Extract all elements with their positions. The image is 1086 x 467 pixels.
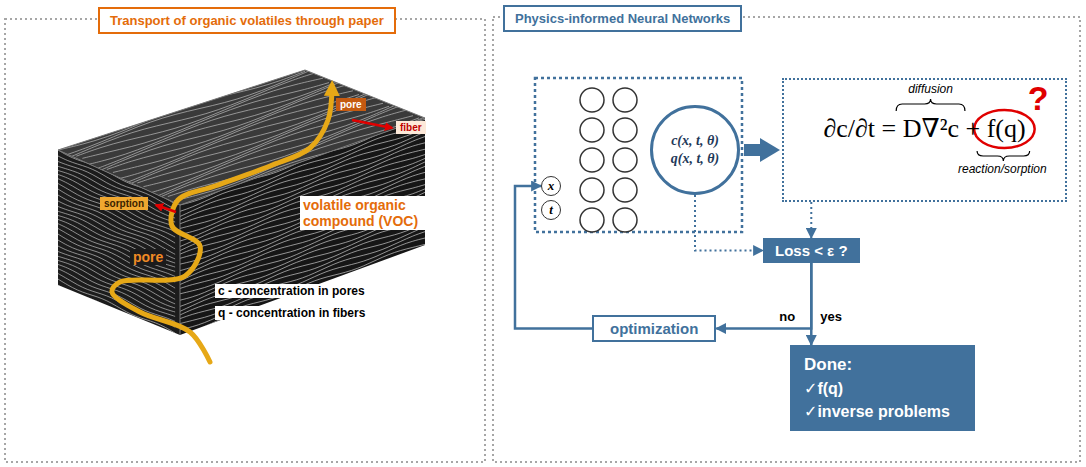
overbrace <box>896 99 965 111</box>
node-text: x <box>548 178 555 194</box>
fiber-line <box>58 224 175 277</box>
equation-text: ∂c/∂t = D∇²c + f(q) <box>823 114 1025 144</box>
term-note: diffusion <box>908 82 953 96</box>
process-label: sorption <box>100 197 148 210</box>
hidden-neuron <box>580 178 604 202</box>
paper-top-face <box>58 70 425 205</box>
node-text: Loss < ε ? <box>775 242 848 259</box>
hidden-neuron <box>580 118 604 142</box>
fiber-line <box>58 171 175 223</box>
input-neuron: t <box>541 200 561 220</box>
network-frame <box>535 78 742 232</box>
result-heading: Done: <box>804 353 961 377</box>
region-label: pore <box>130 249 166 265</box>
fiber-line <box>180 249 425 336</box>
fiber-line <box>58 189 175 243</box>
fiber-line <box>58 215 175 267</box>
equation-box: ∂c/∂t = D∇²c + f(q) diffusion reaction/sor… <box>782 78 1067 202</box>
output-variable: q(x, t, θ) <box>671 150 719 168</box>
fiber-line <box>150 105 396 193</box>
hidden-neuron <box>580 148 604 172</box>
node-text: Transport of organic volatiles through p… <box>110 13 384 28</box>
hidden-layer <box>580 88 637 232</box>
fiber-line <box>76 78 323 156</box>
fiber-line <box>180 223 425 312</box>
fiber-line <box>180 219 425 306</box>
fiber-line <box>64 70 311 156</box>
result-item: ✓inverse problems <box>804 400 961 423</box>
region-label: pore <box>336 98 366 111</box>
block-arrow <box>744 144 760 156</box>
node-text: optimization <box>610 320 698 337</box>
symbol-note: c - concentration in pores <box>215 284 368 298</box>
hidden-neuron <box>613 208 637 232</box>
fiber-line <box>162 110 407 197</box>
fiber-line <box>180 244 425 329</box>
fiber-line <box>58 264 175 316</box>
node-text: Physics-informed Neural Networks <box>515 11 730 26</box>
fiber-line <box>58 174 175 226</box>
paper-edge <box>58 70 425 205</box>
hidden-neuron <box>613 118 637 142</box>
panel-title: Transport of organic volatiles through p… <box>98 7 396 34</box>
flow-connector <box>716 263 811 329</box>
paper-edge <box>180 205 181 335</box>
hidden-neuron <box>613 88 637 112</box>
input-neuron: x <box>541 176 561 196</box>
fiber-line <box>95 82 341 170</box>
hidden-neuron <box>613 178 637 202</box>
region-label: fiber <box>396 121 426 134</box>
term-note: reaction/sorption <box>958 162 1047 176</box>
result-item: ✓f(q) <box>804 377 961 400</box>
edge-label: no <box>777 309 797 324</box>
hidden-neuron <box>613 148 637 172</box>
sorption-arrow <box>352 120 392 128</box>
panel-frame <box>493 17 1080 462</box>
fiber-line <box>180 227 425 315</box>
underbrace <box>977 151 1030 161</box>
voc-path <box>112 88 332 362</box>
hidden-neuron <box>580 88 604 112</box>
panel-frame <box>5 19 485 462</box>
dotted-connector <box>695 195 763 251</box>
fiber-line <box>58 246 175 299</box>
output-neuron: c(x, t, θ)q(x, t, θ) <box>650 105 740 195</box>
fiber-line <box>58 184 175 238</box>
output-variable: c(x, t, θ) <box>671 132 719 150</box>
dotted-connector <box>810 202 812 238</box>
symbol-note: q - concentration in fibers <box>215 306 368 320</box>
feedback-connector <box>515 186 592 329</box>
fiber-line <box>107 91 353 170</box>
question-mark: ? <box>1028 80 1049 116</box>
process-box: optimization <box>592 315 716 342</box>
node-text: t <box>549 202 553 218</box>
decision-box: Loss < ε ? <box>763 238 860 263</box>
fiber-line <box>156 105 401 196</box>
fiber-line <box>58 179 175 232</box>
fiber-line <box>58 285 175 339</box>
fiber-line <box>58 156 175 209</box>
sorption-arrow <box>156 205 176 212</box>
panel-title: Physics-informed Neural Networks <box>503 5 742 32</box>
fiber-line <box>58 229 175 283</box>
fiber-line <box>180 238 425 324</box>
species-label: volatile organic compound (VOC) <box>300 196 446 230</box>
fiber-line <box>58 219 175 271</box>
flow-connector <box>810 263 813 345</box>
edge-label: yes <box>818 309 844 324</box>
result-box: Done:✓f(q)✓inverse problems <box>790 345 975 431</box>
hidden-neuron <box>580 208 604 232</box>
